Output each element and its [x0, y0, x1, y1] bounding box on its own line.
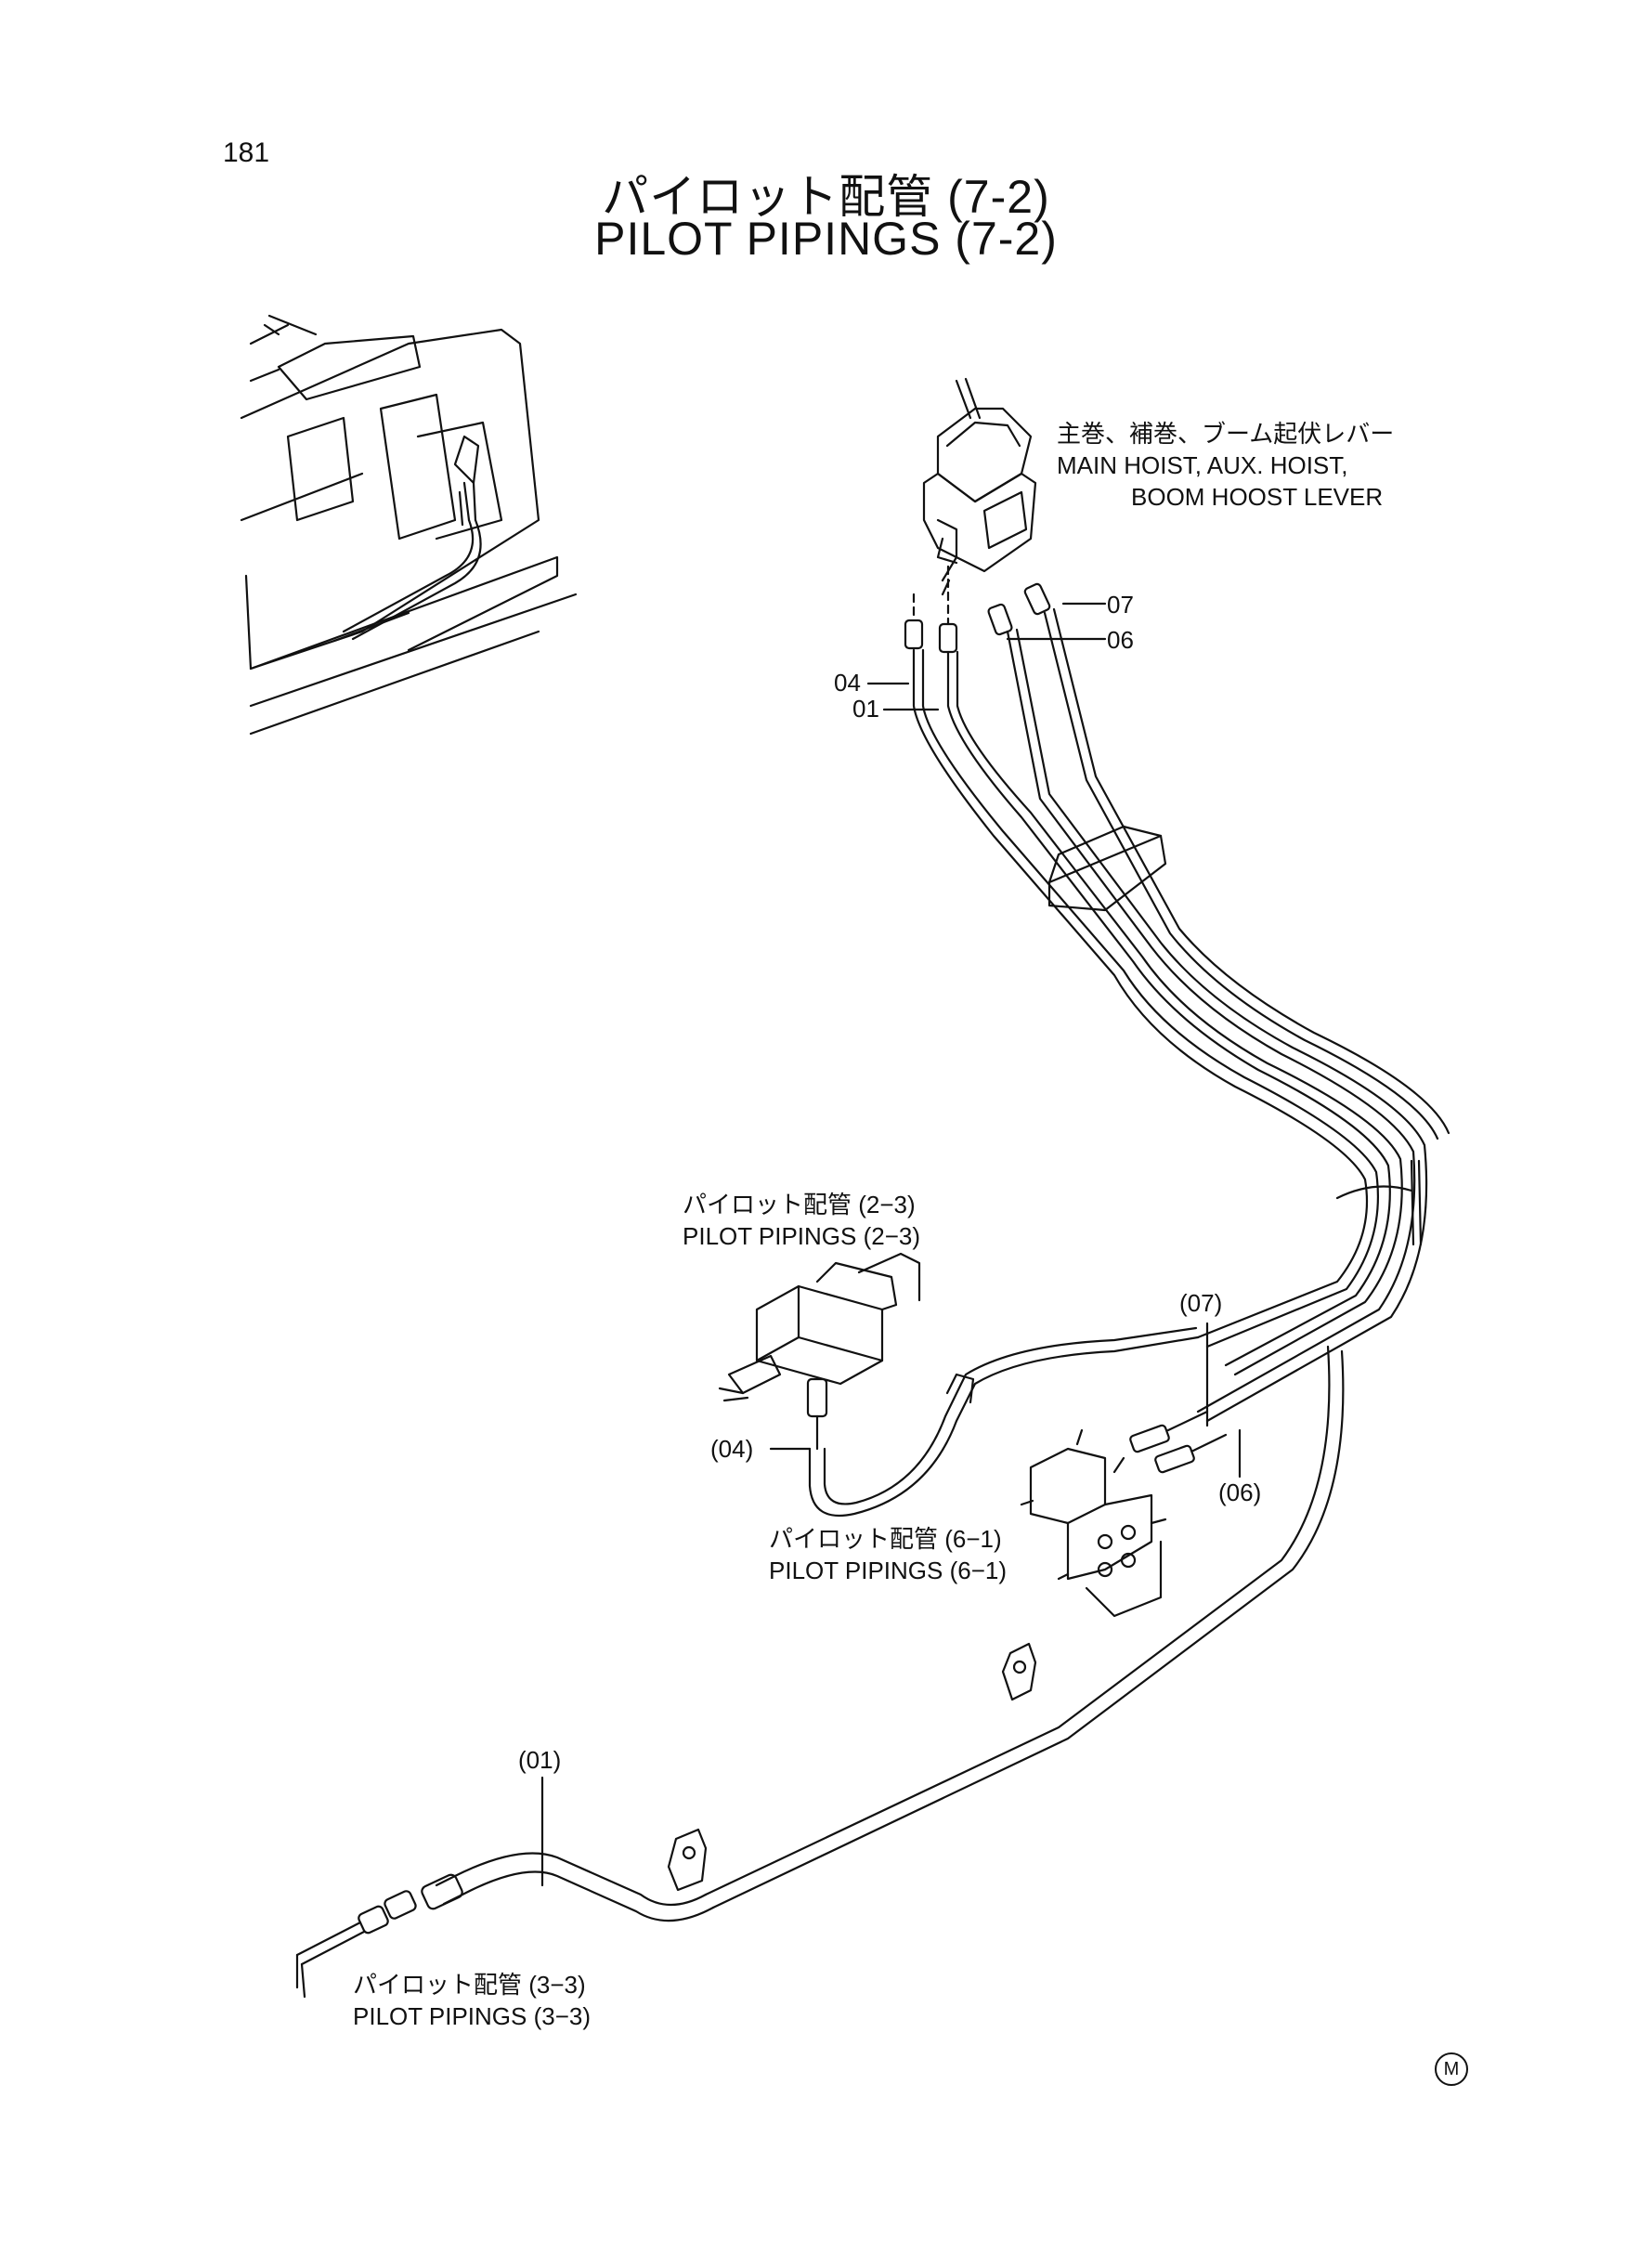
callout-04: 04 [834, 669, 861, 697]
page-title-en: PILOT PIPINGS (7-2) [594, 213, 1058, 265]
valve-block-2-3 [718, 1252, 921, 1451]
hose-end-fittings [295, 1873, 463, 1999]
leader-lines [540, 602, 1242, 1887]
valve-block-6-1 [1020, 1410, 1228, 1618]
hose-bundle [912, 607, 1450, 1423]
hose-01 [435, 1345, 1345, 1922]
callout-04-paren: (04) [710, 1435, 754, 1463]
ref-2-3-ja: パイロット配管 (2−3) [683, 1191, 916, 1218]
callout-06: 06 [1107, 626, 1134, 654]
ref-6-1-ja: パイロット配管 (6−1) [769, 1525, 1002, 1553]
lever-label-en-line2: BOOM HOOST LEVER [1131, 483, 1384, 511]
machine-overview-illustration [240, 314, 578, 736]
hose-fittings-top [904, 565, 1051, 654]
ref-3-3-en: PILOT PIPINGS (3−3) [353, 2002, 592, 2030]
page-title-ja: パイロット配管 (7-2) [602, 171, 1050, 223]
control-lever-illustration [922, 377, 1037, 596]
page-number: 181 [223, 137, 270, 168]
lever-label-ja: 主巻、補巻、ブーム起伏レバー [1057, 420, 1395, 448]
ref-2-3-en: PILOT PIPINGS (2−3) [683, 1222, 921, 1250]
clamp-bracket [1047, 825, 1423, 1246]
lever-label-en-line1: MAIN HOIST, AUX. HOIST, [1057, 451, 1348, 479]
hose-04 [808, 1326, 1200, 1518]
callout-01-paren: (01) [518, 1746, 562, 1774]
ref-6-1-en: PILOT PIPINGS (6−1) [769, 1557, 1008, 1584]
callout-01: 01 [852, 695, 879, 723]
callout-06-paren: (06) [1218, 1479, 1262, 1506]
callout-07-paren: (07) [1179, 1289, 1223, 1317]
ref-3-3-ja: パイロット配管 (3−3) [353, 1971, 586, 1999]
manufacturer-mark: M [1435, 2052, 1468, 2086]
hose-clips [667, 1642, 1037, 1892]
callout-07: 07 [1107, 591, 1134, 619]
